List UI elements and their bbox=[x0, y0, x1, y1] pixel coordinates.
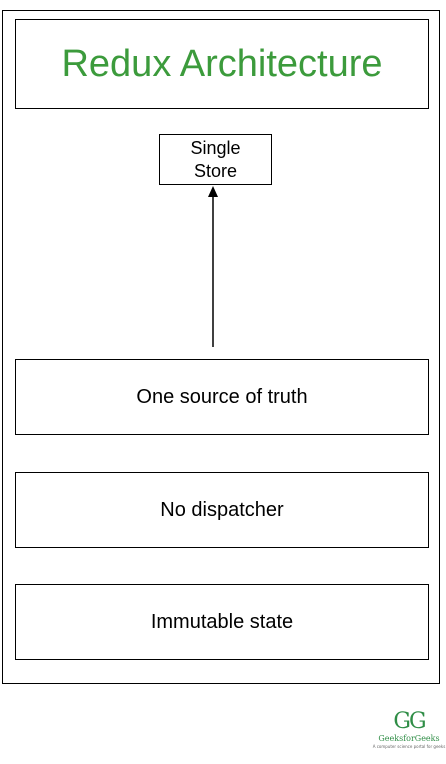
item-box-no-dispatcher: No dispatcher bbox=[15, 472, 429, 548]
single-store-label: Single Store bbox=[190, 137, 241, 181]
logo-mark-icon: GG bbox=[393, 709, 426, 734]
item-label: Immutable state bbox=[150, 610, 294, 633]
item-box-one-source-of-truth: One source of truth bbox=[15, 359, 429, 435]
logo-name: GeeksforGeeks bbox=[378, 734, 440, 743]
item-label: No dispatcher bbox=[160, 498, 284, 521]
geeksforgeeks-logo: GG GeeksforGeeks A computer science port… bbox=[373, 709, 446, 754]
diagram-frame bbox=[2, 10, 440, 684]
item-box-immutable-state: Immutable state bbox=[15, 584, 429, 660]
diagram-title: Redux Architecture bbox=[61, 42, 383, 85]
title-box: Redux Architecture bbox=[15, 19, 429, 109]
item-label: One source of truth bbox=[136, 385, 308, 408]
logo-tagline: A computer science portal for geeks bbox=[372, 744, 446, 749]
single-store-box: Single Store bbox=[159, 134, 272, 185]
